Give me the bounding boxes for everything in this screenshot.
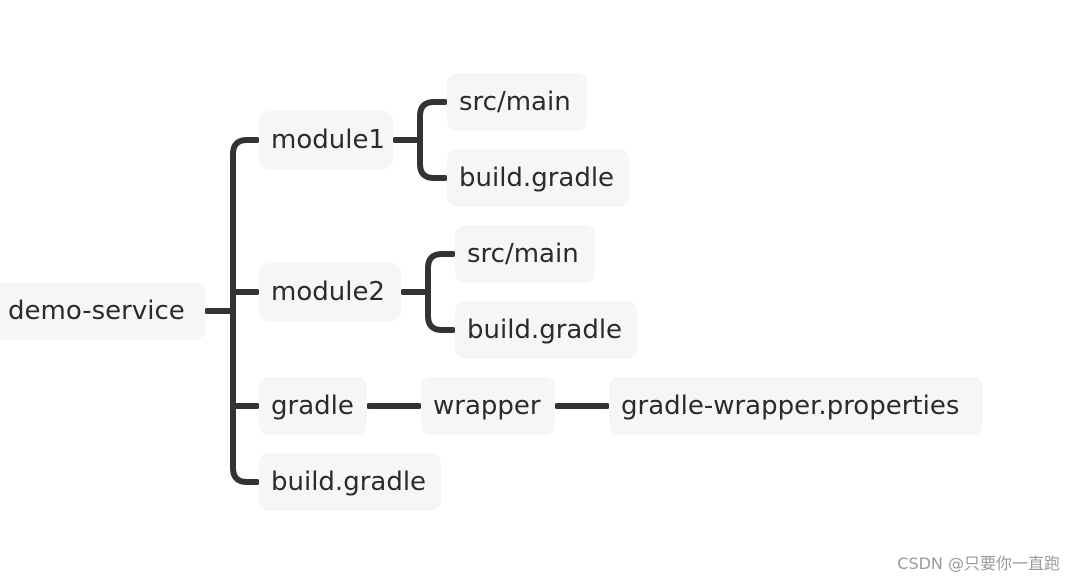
node-module2-build-gradle: build.gradle (455, 301, 637, 359)
node-gradle-wrapper-properties: gradle-wrapper.properties (609, 377, 983, 435)
node-demo-service: demo-service (0, 282, 205, 340)
node-module2-src-main: src/main (455, 225, 595, 283)
node-module1-build-gradle: build.gradle (447, 149, 629, 207)
connector-root-bracket (230, 137, 260, 485)
node-module2: module2 (259, 263, 401, 321)
watermark-text: CSDN @只要你一直跑 (897, 554, 1060, 573)
connector-module1-bracket (417, 99, 448, 181)
node-module1: module1 (259, 111, 393, 169)
node-gradle: gradle (259, 377, 367, 435)
node-wrapper: wrapper (421, 377, 555, 435)
node-module1-src-main: src/main (447, 73, 587, 131)
node-build-gradle: build.gradle (259, 453, 441, 511)
connector-module2-bracket (425, 251, 456, 333)
